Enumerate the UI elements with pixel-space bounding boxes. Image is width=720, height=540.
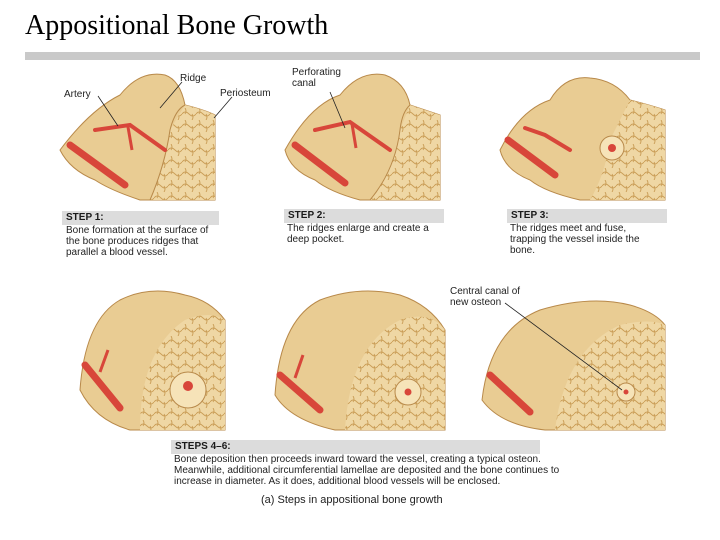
step-4-illustration — [79, 290, 226, 431]
step-2-text: The ridges enlarge and create a deep poc… — [287, 223, 429, 245]
title-divider — [25, 52, 700, 60]
step-6-illustration — [481, 300, 666, 431]
steps-4-6-text: Bone deposition then proceeds inward tow… — [174, 454, 560, 487]
step-1-vessel — [66, 122, 167, 189]
step-5-illustration — [274, 290, 446, 431]
label-ridge: Ridge — [180, 73, 207, 84]
step-1-label: STEP 1: — [62, 211, 219, 225]
step-3-illustration — [499, 77, 666, 201]
steps-4-6-label: STEPS 4–6: — [171, 440, 540, 454]
label-leader-lines — [97, 81, 623, 391]
label-perforating-canal: Perforating canal — [292, 67, 341, 89]
figure-caption: (a) Steps in appositional bone growth — [261, 494, 443, 506]
slide-title: Appositional Bone Growth — [25, 10, 329, 41]
step-2-vessel — [291, 119, 392, 187]
label-artery: Artery — [64, 89, 91, 100]
step-1-text: Bone formation at the surface of the bon… — [66, 225, 209, 258]
step-4-vessel — [81, 349, 124, 412]
step-1-illustration — [59, 73, 216, 201]
step-2-illustration — [284, 73, 441, 201]
step-3-vessel — [504, 126, 572, 179]
step-2-label: STEP 2: — [284, 209, 444, 223]
label-central-canal: Central canal of new osteon — [450, 286, 521, 308]
step-3-label: STEP 3: — [507, 209, 667, 223]
label-periosteum: Periosteum — [220, 88, 271, 99]
step-6-vessel — [486, 371, 534, 416]
step-3-text: The ridges meet and fuse, trapping the v… — [510, 223, 640, 256]
step-5-vessel — [276, 354, 324, 414]
